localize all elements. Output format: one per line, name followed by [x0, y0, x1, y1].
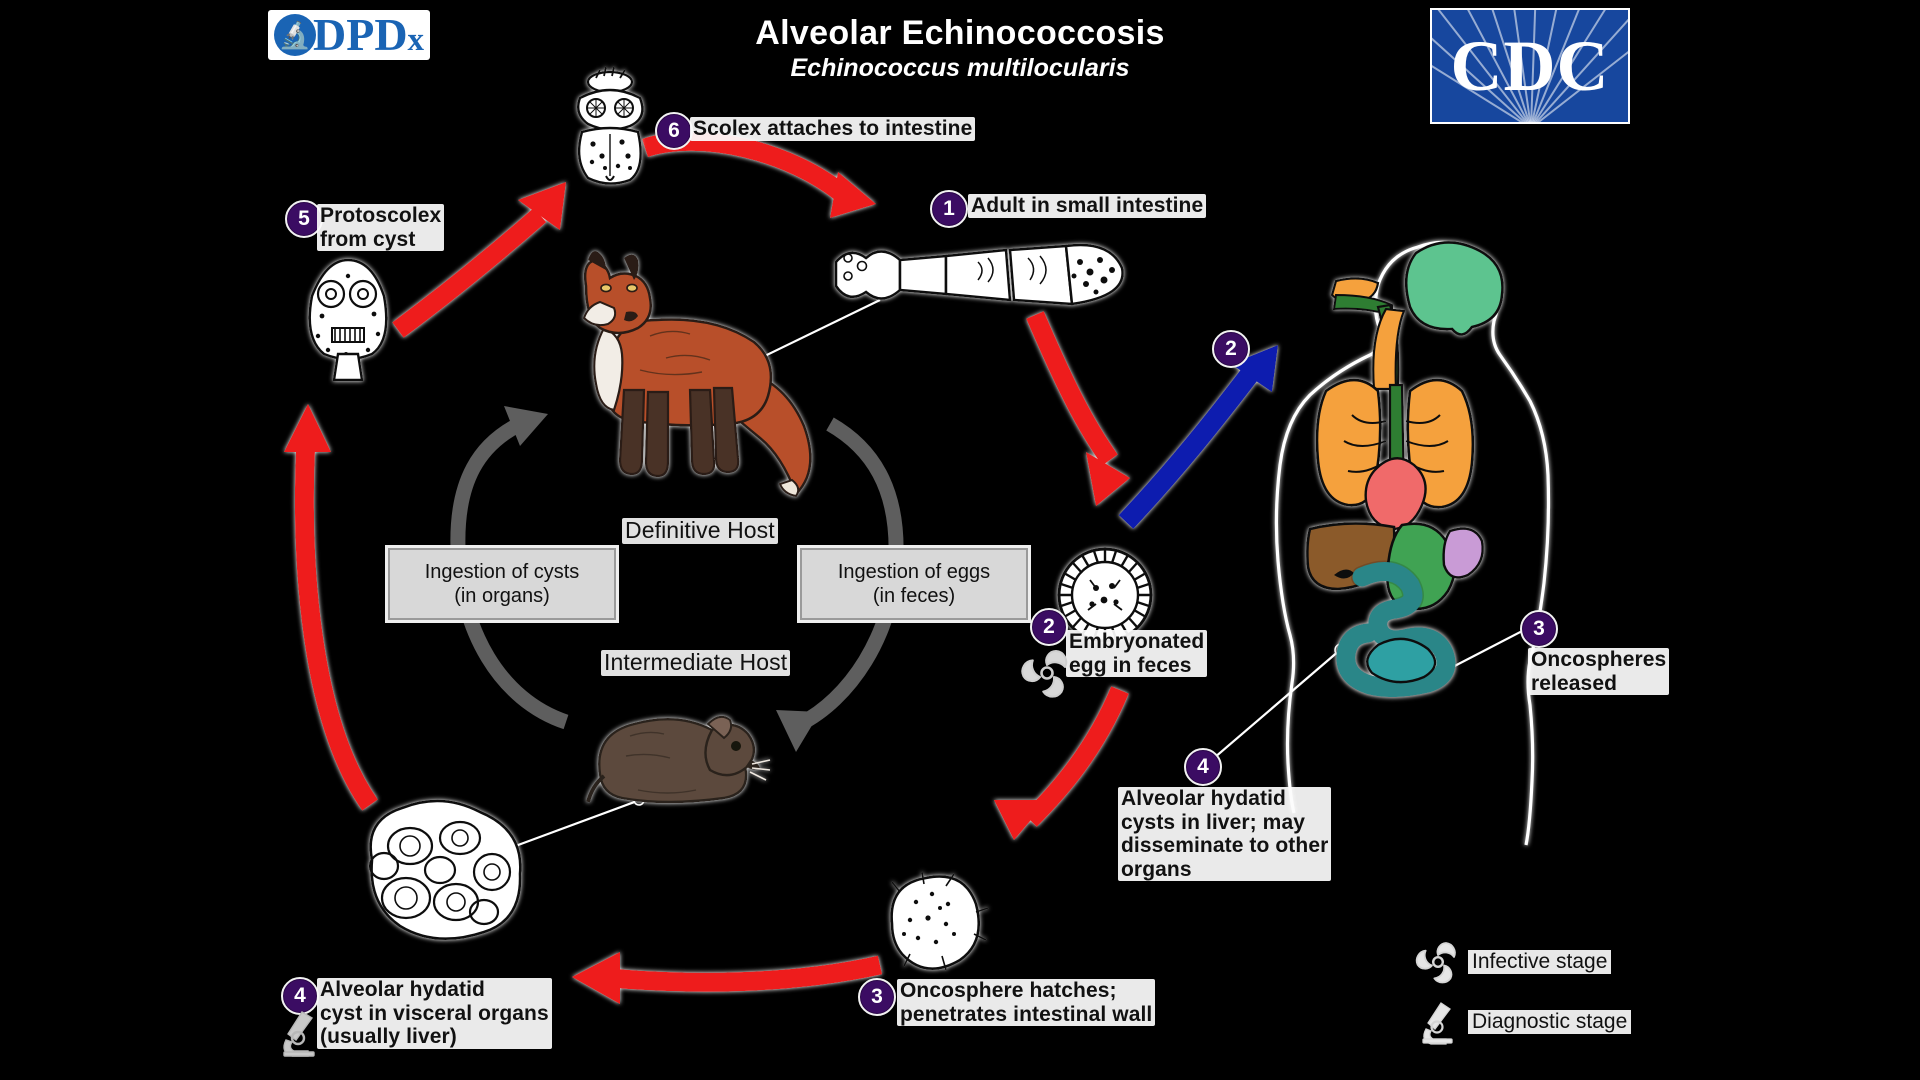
arrow-6-to-1	[642, 131, 876, 218]
step-label-6: Scolex attaches to intestine	[690, 117, 976, 141]
step-badge-1[interactable]: 1	[930, 190, 968, 228]
cdc-logo-text: CDC	[1450, 25, 1610, 106]
step-badge-2-feces[interactable]: 2	[1030, 608, 1068, 646]
pointer-intestine-to-step3	[1442, 627, 1529, 673]
arrow-3-to-4	[572, 952, 883, 1004]
step-badge-2-human[interactable]: 2	[1212, 330, 1250, 368]
step-badge-3-oncospheres[interactable]: 3	[1520, 610, 1558, 648]
arrow-4-to-5	[284, 404, 378, 811]
step-label-2-feces: Embryonated egg in feces	[1066, 630, 1208, 678]
step-badge-4-liver[interactable]: 4	[1184, 748, 1222, 786]
protoscolex-illustration	[308, 258, 388, 382]
arrow-5-to-6	[392, 182, 566, 338]
step-label-4-visceral: Alveolar hydatid cyst in visceral organs…	[317, 978, 552, 1049]
biohazard-icon	[1412, 942, 1456, 988]
legend-infective-stage: Infective stage	[1412, 942, 1612, 988]
step-badge-3-hatch[interactable]: 3	[858, 978, 896, 1016]
legend-diagnostic-stage: Diagnostic stage	[1418, 1000, 1632, 1045]
step-label-5: Protoscolex from cyst	[317, 204, 445, 252]
step-label-3-oncospheres: Oncospheres released	[1528, 648, 1670, 696]
arrow-2-to-human	[1118, 345, 1278, 529]
definitive-host-label: Definitive Host	[622, 517, 778, 544]
pointer-vole-to-cyst	[509, 798, 641, 850]
biohazard-icon	[1017, 650, 1068, 702]
title-main: Alveolar Echinococcosis	[755, 14, 1165, 52]
step-badge-6[interactable]: 6	[655, 112, 693, 150]
page-title: Alveolar Echinococcosis Echinococcus mul…	[0, 14, 1920, 83]
dpdx-logo-text: DPDx	[313, 9, 425, 60]
transfer-box-ingestion-of-cysts: Ingestion of cysts (in organs)	[388, 548, 616, 620]
scolex-attached-illustration	[577, 66, 644, 185]
alveolar-hydatid-cyst-illustration	[368, 799, 522, 941]
legend-label-diagnostic: Diagnostic stage	[1468, 1010, 1632, 1034]
intermediate-host-label: Intermediate Host	[601, 649, 791, 676]
transfer-box-ingestion-of-eggs: Ingestion of eggs (in feces)	[800, 548, 1028, 620]
pointer-liver-to-step4	[1199, 649, 1341, 771]
oncosphere-hatching-illustration	[890, 871, 989, 971]
step-label-1: Adult in small intestine	[968, 194, 1207, 218]
human-figure-anatomy	[1274, 240, 1551, 846]
title-scientific: Echinococcus multilocularis	[790, 54, 1130, 82]
microscope-icon: 🔬	[274, 14, 316, 56]
step-label-4-liver: Alveolar hydatid cysts in liver; may dis…	[1118, 787, 1332, 882]
legend-label-infective: Infective stage	[1468, 950, 1612, 974]
vole-rodent-illustration	[586, 715, 771, 804]
arrow-2-to-3	[994, 686, 1129, 840]
embryonated-egg-illustration	[1057, 547, 1153, 643]
step-label-3-hatch: Oncosphere hatches; penetrates intestina…	[897, 979, 1156, 1027]
red-fox-illustration	[582, 251, 812, 498]
microscope-icon	[283, 1011, 315, 1057]
microscope-icon	[1422, 1002, 1453, 1045]
adult-tapeworm-illustration	[834, 243, 1124, 306]
arrow-1-to-2	[1026, 311, 1130, 506]
dpdx-logo[interactable]: 🔬 DPDx	[268, 9, 431, 60]
cdc-logo[interactable]: CDC	[1430, 8, 1630, 124]
